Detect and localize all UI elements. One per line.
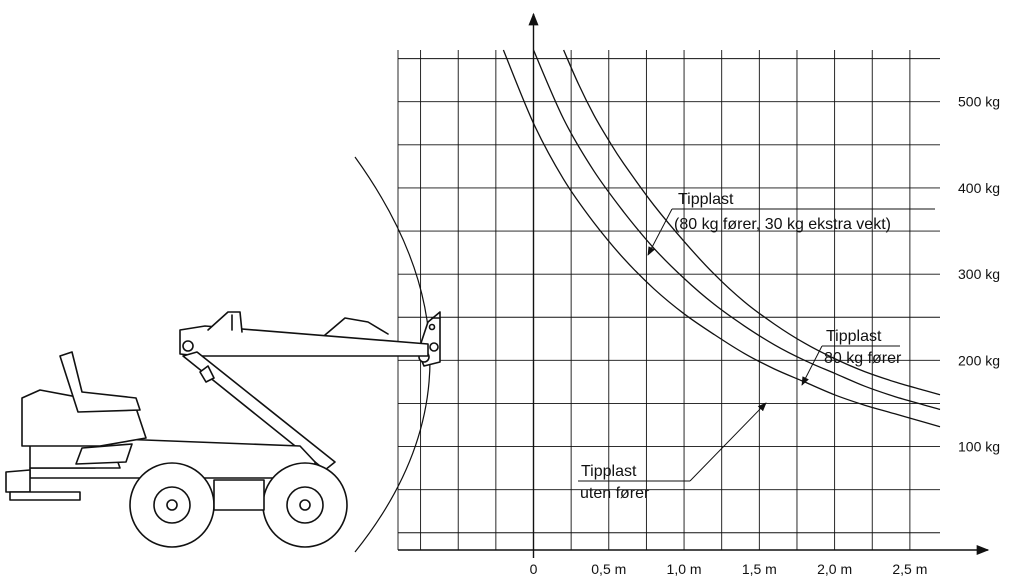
annotation-extra-line2: (80 kg fører, 30 kg ekstra vekt) — [674, 216, 891, 233]
y-tick-label: 400 kg — [958, 180, 1000, 196]
x-tick-label: 0 — [530, 561, 538, 577]
x-tick-label: 0,5 m — [591, 561, 626, 577]
annotation-extra-line1: Tipplast — [678, 191, 734, 208]
x-tick-label: 1,0 m — [667, 561, 702, 577]
annotation-nodriver-line1: Tipplast — [581, 463, 637, 480]
x-tick-labels: 0 0,5 m 1,0 m 1,5 m 2,0 m 2,5 m — [530, 561, 928, 577]
chart-axes — [398, 12, 990, 558]
chart-grid — [397, 50, 940, 550]
annotation-driver-line2: 80 kg fører — [824, 350, 902, 367]
curve-tipplast-driver — [532, 49, 941, 411]
y-tick-labels: 100 kg 200 kg 300 kg 400 kg 500 kg — [958, 94, 1000, 455]
y-tick-label: 200 kg — [958, 352, 1000, 368]
curve-tipplast-extra-weight — [563, 49, 941, 396]
annotation-nodriver-line2: uten fører — [580, 485, 650, 502]
y-tick-label: 100 kg — [958, 439, 1000, 455]
annotation-driver-line1: Tipplast — [826, 328, 882, 345]
mini-loader-illustration — [5, 311, 441, 548]
annotation-tipplast-extra: Tipplast (80 kg fører, 30 kg ekstra vekt… — [647, 191, 935, 256]
y-tick-label: 300 kg — [958, 266, 1000, 282]
annotation-tipplast-driver: Tipplast 80 kg fører — [801, 328, 902, 386]
y-tick-label: 500 kg — [958, 94, 1000, 110]
load-curves — [502, 49, 941, 428]
x-tick-label: 1,5 m — [742, 561, 777, 577]
x-tick-label: 2,0 m — [817, 561, 852, 577]
annotation-tipplast-no-driver: Tipplast uten fører — [578, 402, 767, 502]
x-tick-label: 2,5 m — [892, 561, 927, 577]
curve-tipplast-no-driver — [502, 49, 941, 428]
